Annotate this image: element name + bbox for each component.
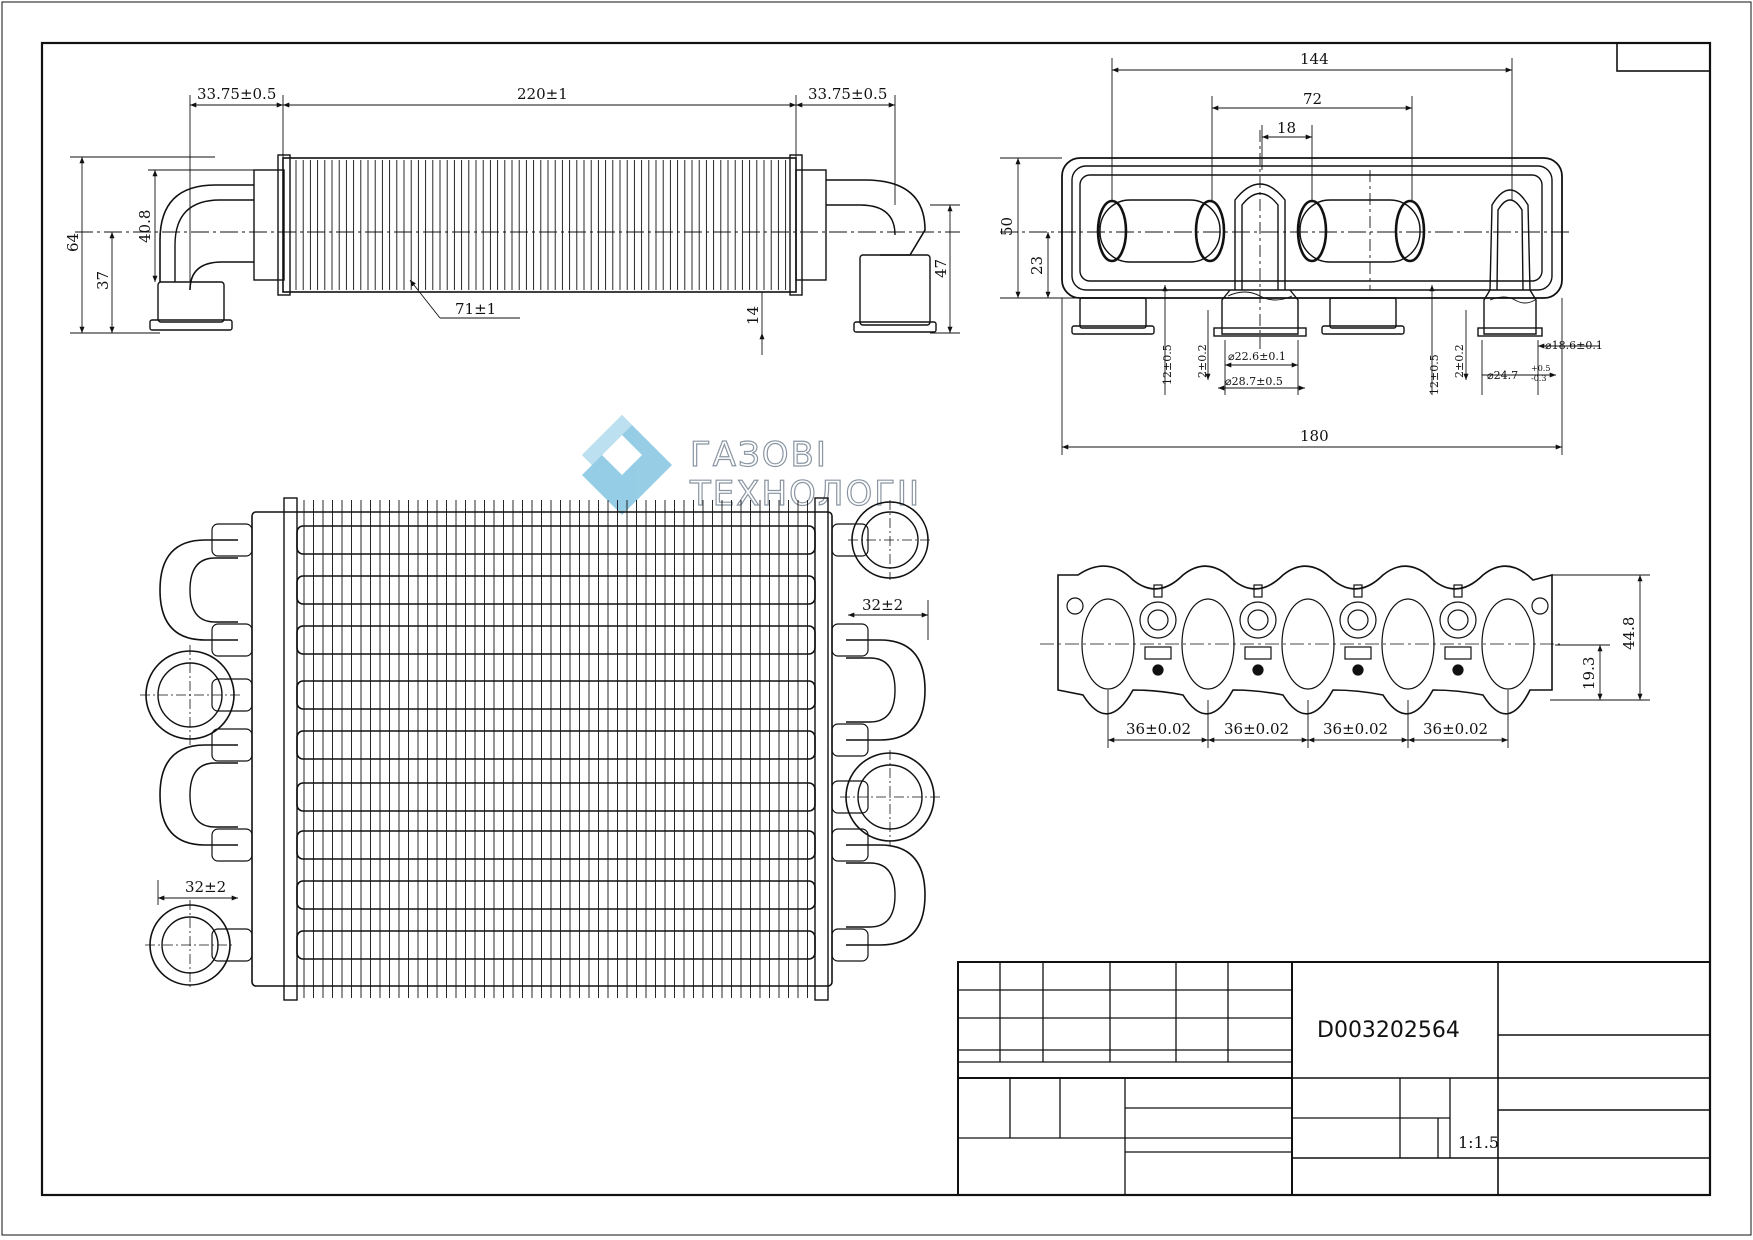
dim-inner-dia-b: ⌀18.6±0.1 — [1545, 339, 1603, 352]
plate-round-hole — [1339, 601, 1377, 639]
dim-height-total: 64 — [64, 233, 82, 252]
watermark-logo-icon — [582, 415, 672, 515]
front-tube-row — [296, 830, 816, 860]
plate-round-hole-inner — [1447, 609, 1469, 631]
front-view-dimensions — [157, 600, 929, 905]
plate-slot — [1444, 646, 1472, 660]
dim-wall-a: 2±0.2 — [1196, 344, 1209, 378]
watermark-line1: ГАЗОВІ — [690, 435, 828, 475]
front-nozzles — [211, 523, 869, 962]
dim-right-end: 33.75±0.5 — [808, 85, 887, 103]
plate-view — [1040, 565, 1560, 715]
plate-tab — [1353, 584, 1363, 598]
front-tube-row — [296, 930, 816, 960]
front-tube-row — [296, 525, 816, 555]
plate-slot — [1244, 646, 1272, 660]
dim-left-offset: 37 — [94, 271, 112, 290]
dim-outer-dia-b-tol-down: -0.3 — [1531, 374, 1546, 383]
dim-pitch-2: 36±0.02 — [1224, 720, 1289, 738]
front-tube-row — [296, 575, 816, 605]
dim-outer-dia-b-value: ⌀24.7 — [1487, 369, 1518, 382]
side-fins — [295, 160, 787, 290]
left-nozzle — [211, 828, 253, 862]
front-tube-row — [296, 625, 816, 655]
front-fins — [303, 500, 808, 998]
dim-outer-dia-a: ⌀28.7±0.5 — [1225, 375, 1283, 388]
dim-left-end: 33.75±0.5 — [197, 85, 276, 103]
drawing-code: D003202564 — [1317, 1018, 1460, 1043]
dim-height: 50 — [998, 217, 1016, 236]
dim-pipe-len-a: 12±0.5 — [1161, 344, 1174, 385]
left-nozzle — [211, 523, 253, 557]
front-view — [140, 497, 940, 1001]
plate-view-dimensions — [1107, 574, 1650, 748]
plate-tab — [1253, 584, 1263, 598]
plate-tab — [1453, 584, 1463, 598]
plate-view-dimension-text: 36±0.02 36±0.02 36±0.02 36±0.02 44.8 19.… — [1126, 617, 1638, 738]
left-nozzle — [211, 623, 253, 657]
dim-outer-dia-b-tol-up: +0.5 — [1531, 364, 1550, 373]
plate-pin — [1452, 664, 1464, 676]
top-view — [1000, 130, 1570, 350]
dim-pitch-1: 36±0.02 — [1126, 720, 1191, 738]
plate-pin — [1252, 664, 1264, 676]
left-nozzle — [211, 728, 253, 762]
dim-pitch-3: 36±0.02 — [1323, 720, 1388, 738]
plate-round-hole-inner — [1147, 609, 1169, 631]
title-block — [957, 961, 1711, 1196]
plate-mount-hole — [1066, 597, 1084, 615]
front-tube-row — [296, 880, 816, 910]
side-view — [75, 154, 960, 333]
dim-right-bottom: 14 — [744, 306, 762, 325]
dim-offset: 23 — [1028, 256, 1046, 275]
dim-plate-offset: 19.3 — [1580, 657, 1598, 690]
right-nozzle — [831, 723, 869, 757]
plate-pin — [1152, 664, 1164, 676]
dim-left-spacing: 32±2 — [185, 878, 226, 896]
top-view-dimensions — [1000, 58, 1600, 455]
plate-pin — [1352, 664, 1364, 676]
dim-plate-height: 44.8 — [1620, 617, 1638, 650]
watermark-line2: ТЕХНОЛОГІІ — [689, 474, 921, 514]
dim-right-height: 47 — [932, 259, 950, 278]
dim-body-length: 220±1 — [517, 85, 568, 103]
plate-round-hole — [1439, 601, 1477, 639]
plate-mount-hole — [1531, 597, 1549, 615]
plate-round-hole-inner — [1347, 609, 1369, 631]
side-view-dimension-text: 33.75±0.5 220±1 33.75±0.5 71±1 64 40.8 3… — [64, 85, 950, 325]
dim-right-spacing: 32±2 — [862, 596, 903, 614]
dim-width-outer: 144 — [1300, 50, 1329, 68]
dim-width-mid: 72 — [1303, 90, 1322, 108]
dim-fins: 71±1 — [455, 300, 496, 318]
plate-slot — [1344, 646, 1372, 660]
watermark: ГАЗОВІ ТЕХНОЛОГІІ — [582, 415, 921, 515]
plate-holes — [1066, 584, 1549, 690]
right-nozzle — [831, 928, 869, 962]
front-view-dimension-text: 32±2 32±2 — [185, 596, 903, 896]
dim-wall-b: 2±0.2 — [1453, 344, 1466, 378]
dim-total-length: 180 — [1300, 427, 1329, 445]
dim-pipe-height: 40.8 — [136, 210, 154, 243]
dim-pitch-4: 36±0.02 — [1423, 720, 1488, 738]
front-tube-row — [296, 730, 816, 760]
plate-tab — [1153, 584, 1163, 598]
front-tubes — [296, 525, 816, 960]
dim-outer-dia-b: ⌀24.7 — [1487, 369, 1518, 382]
plate-round-hole — [1239, 601, 1277, 639]
top-view-dimension-text: 144 72 18 50 23 180 12±0.5 2±0.2 ⌀22.6±0… — [998, 50, 1603, 445]
front-tube-row — [296, 782, 816, 812]
drawing-scale: 1:1.5 — [1458, 1133, 1499, 1152]
side-view-dimensions — [70, 95, 960, 355]
plate-slot — [1144, 646, 1172, 660]
dim-pipe-len-b: 12±0.5 — [1428, 354, 1441, 395]
front-tube-row — [296, 680, 816, 710]
plate-round-hole-inner — [1247, 609, 1269, 631]
plate-round-hole — [1139, 601, 1177, 639]
right-nozzle — [831, 828, 869, 862]
dim-width-inner: 18 — [1277, 119, 1296, 137]
right-nozzle — [831, 623, 869, 657]
dim-inner-dia-a: ⌀22.6±0.1 — [1228, 350, 1286, 363]
